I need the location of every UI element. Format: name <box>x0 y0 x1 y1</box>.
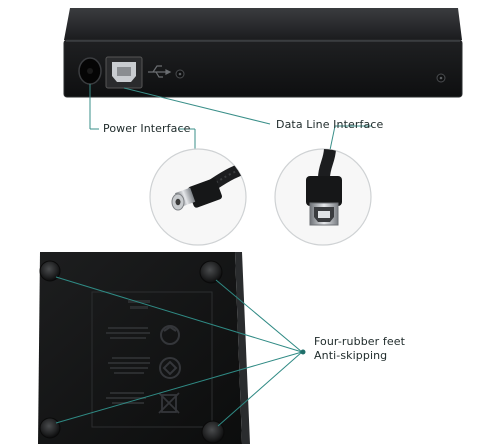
rubber-foot-icon <box>39 260 61 282</box>
dc-power-jack-icon <box>78 57 102 85</box>
device-bottom-surface <box>38 252 242 444</box>
device-rear-panel <box>63 39 463 98</box>
callout-lines-feet <box>55 276 303 427</box>
certification-symbol-icon <box>159 357 181 379</box>
screw-icon <box>436 73 446 83</box>
rubber-feet-label-line1: Four-rubber feet <box>314 335 405 348</box>
recycle-symbol-icon <box>160 325 180 345</box>
rubber-foot-icon <box>39 417 61 439</box>
rubber-foot-icon <box>201 420 225 444</box>
power-interface-label: Power Interface <box>103 122 191 135</box>
usb-b-port-icon <box>105 56 143 89</box>
callout-lines-top <box>89 84 372 151</box>
device-top-surface <box>64 8 462 40</box>
rubber-feet-label: Four-rubber feet Anti-skipping <box>314 335 405 363</box>
device-rear-view <box>63 8 463 98</box>
power-plug-closeup <box>149 148 247 246</box>
embossed-label-marks <box>106 300 150 404</box>
usb-plug-closeup <box>274 148 372 246</box>
device-bottom-view <box>38 252 250 444</box>
usb-symbol-icon <box>148 65 172 78</box>
screw-icon <box>175 69 185 79</box>
rubber-foot-icon <box>199 260 223 284</box>
data-line-interface-label: Data Line Interface <box>276 118 384 131</box>
rubber-feet-label-line2: Anti-skipping <box>314 349 388 362</box>
weee-bin-symbol-icon <box>158 392 180 414</box>
callout-anchor-dot <box>300 349 306 355</box>
